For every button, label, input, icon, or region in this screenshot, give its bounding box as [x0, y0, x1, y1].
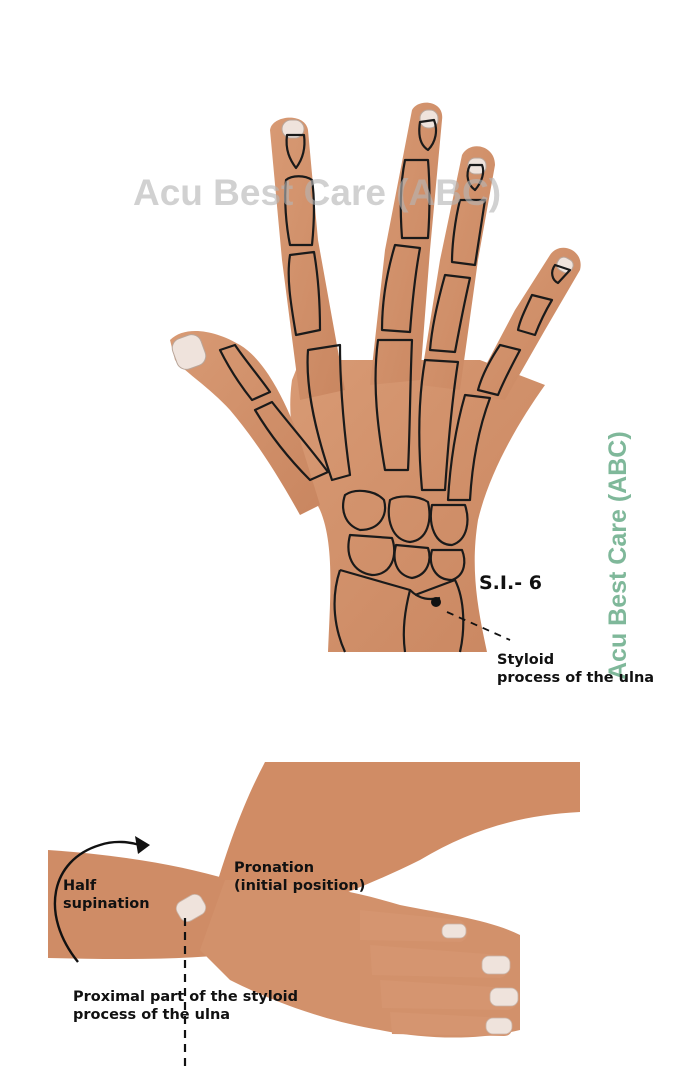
styloid-leader-line	[446, 611, 511, 641]
watermark-horizontal: Acu Best Care (ABC)	[133, 172, 502, 213]
watermark-vertical: Acu Best Care (ABC)	[604, 431, 632, 680]
styloid-process-label: Styloid process of the ulna	[497, 652, 655, 687]
proximal-styloid-label: Proximal part of the styloid process of …	[73, 989, 299, 1024]
half-supination-label: Half supination	[63, 878, 150, 913]
supination-illustration	[48, 762, 580, 1070]
si6-point-dot	[431, 597, 441, 607]
si6-point-label: S.I.- 6	[479, 572, 542, 594]
dorsal-hand	[170, 102, 581, 652]
pronation-label: Pronation (initial position)	[234, 860, 366, 895]
arrow-head	[135, 836, 150, 854]
rotation-arrow	[53, 840, 141, 963]
bone-outlines	[218, 118, 572, 653]
